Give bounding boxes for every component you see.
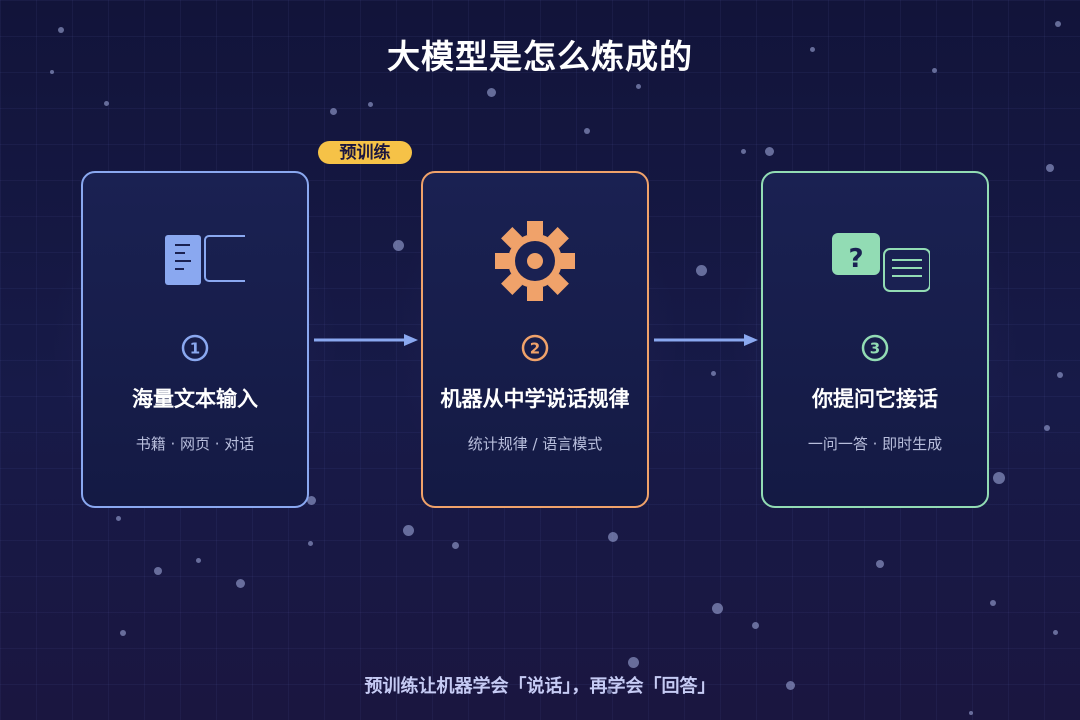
star-dot bbox=[765, 147, 774, 156]
step-3-title: 你提问它接话 bbox=[812, 387, 938, 411]
star-dot bbox=[154, 567, 162, 575]
step-1-icon-area bbox=[83, 223, 307, 293]
page-title: 大模型是怎么炼成的 bbox=[387, 37, 693, 76]
svg-text:1: 1 bbox=[190, 340, 200, 358]
step-2-subtitle: 统计规律 / 语言模式 bbox=[467, 435, 603, 453]
step-1-title: 海量文本输入 bbox=[132, 387, 258, 411]
star-dot bbox=[810, 47, 815, 52]
star-dot bbox=[196, 558, 201, 563]
book-page-icon bbox=[165, 235, 245, 285]
star-dot bbox=[584, 128, 590, 134]
star-dot bbox=[741, 149, 746, 154]
star-dot bbox=[330, 108, 337, 115]
arrow-1-to-2 bbox=[314, 334, 418, 346]
star-dot bbox=[104, 101, 109, 106]
svg-text:3: 3 bbox=[870, 340, 880, 358]
star-dot bbox=[1053, 630, 1058, 635]
star-dot bbox=[969, 711, 973, 715]
step-3-number: 3 bbox=[763, 333, 987, 363]
step-3-subtitle: 一问一答 · 即时生成 bbox=[807, 435, 943, 453]
star-dot bbox=[393, 240, 404, 251]
star-dot bbox=[1044, 425, 1050, 431]
step-card-3: ? 3 你提问它接话 一问一答 · 即时生成 bbox=[761, 171, 989, 508]
step-3-icon-area: ? bbox=[763, 223, 987, 293]
step-2-title: 机器从中学说话规律 bbox=[440, 387, 630, 411]
star-dot bbox=[636, 84, 641, 89]
star-dot bbox=[932, 68, 937, 73]
star-dot bbox=[993, 472, 1005, 484]
chat-bubbles-icon: ? bbox=[832, 233, 930, 292]
star-dot bbox=[307, 496, 316, 505]
svg-text:2: 2 bbox=[530, 340, 540, 358]
star-dot bbox=[236, 579, 245, 588]
footer-caption: 预训练让机器学会「说话」，再学会「回答」 bbox=[364, 676, 716, 697]
star-dot bbox=[120, 630, 126, 636]
star-dot bbox=[403, 525, 414, 536]
step-1-number: 1 bbox=[83, 333, 307, 363]
gear-icon bbox=[495, 221, 575, 301]
step-1-subtitle: 书籍 · 网页 · 对话 bbox=[135, 435, 255, 453]
star-dot bbox=[752, 622, 759, 629]
arrow-2-to-3 bbox=[654, 334, 758, 346]
star-dot bbox=[58, 27, 64, 33]
star-dot bbox=[990, 600, 996, 606]
star-dot bbox=[1046, 164, 1054, 172]
star-dot bbox=[711, 371, 716, 376]
star-dot bbox=[1055, 21, 1061, 27]
step-card-1: 1 海量文本输入 书籍 · 网页 · 对话 bbox=[81, 171, 309, 508]
star-dot bbox=[1057, 372, 1063, 378]
pretraining-badge: 预训练 bbox=[318, 141, 412, 164]
star-dot bbox=[487, 88, 496, 97]
star-dot bbox=[368, 102, 373, 107]
step-2-number: 2 bbox=[423, 333, 647, 363]
star-dot bbox=[712, 603, 723, 614]
star-dot bbox=[696, 265, 707, 276]
star-dot bbox=[628, 657, 639, 668]
question-mark-glyph: ? bbox=[848, 244, 863, 274]
step-card-2: 2 机器从中学说话规律 统计规律 / 语言模式 bbox=[421, 171, 649, 508]
star-dot bbox=[308, 541, 313, 546]
star-dot bbox=[607, 689, 612, 694]
star-dot bbox=[452, 542, 459, 549]
star-dot bbox=[50, 70, 54, 74]
star-dot bbox=[116, 516, 121, 521]
star-dot bbox=[876, 560, 884, 568]
star-dot bbox=[786, 681, 795, 690]
star-dot bbox=[608, 532, 618, 542]
step-2-icon-area bbox=[423, 221, 647, 301]
